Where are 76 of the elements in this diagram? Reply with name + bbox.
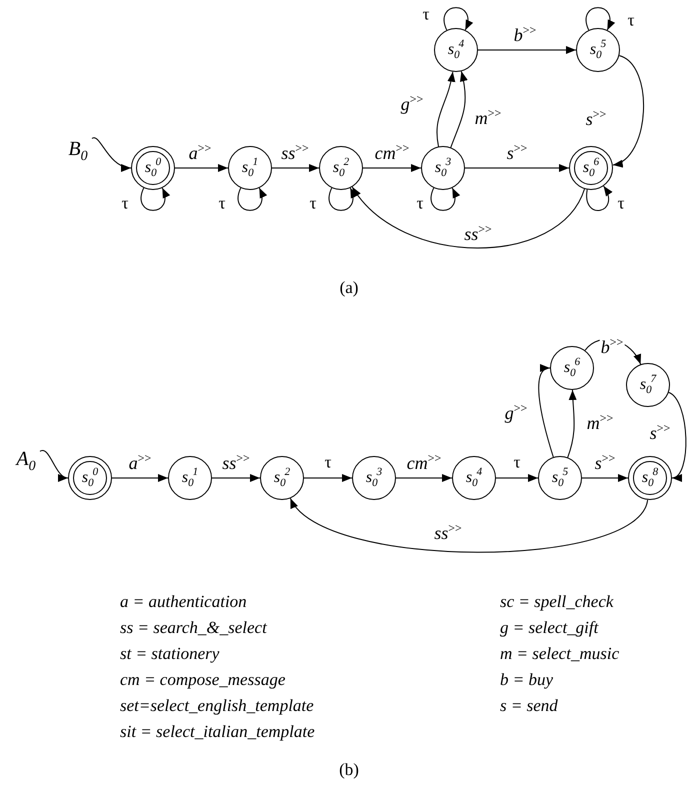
abbreviation-definition: cm = compose_message xyxy=(120,670,286,690)
edge-label: a$^{>>}$ xyxy=(188,142,212,162)
edge-label: s$^{>>}$ xyxy=(584,108,608,128)
edge-label: s$^{>>}$ xyxy=(506,142,528,162)
edge-label: ss$^{>>}$ xyxy=(463,223,493,243)
final-state-circle xyxy=(569,146,613,190)
state-circle xyxy=(228,146,272,190)
state-circle xyxy=(452,456,496,500)
final-state-circle xyxy=(68,456,112,500)
transition-arrow xyxy=(478,46,576,54)
transition-arrow xyxy=(40,450,68,480)
state-circle xyxy=(260,456,304,500)
transition-arrow xyxy=(612,55,644,166)
state-circle xyxy=(319,146,363,190)
edge-label: m$^{>>}$ xyxy=(586,412,614,432)
start-label: B$_{0}$ xyxy=(64,137,92,163)
edge-label: cm$^{>>}$ xyxy=(374,142,410,162)
abbreviation-definition: s = send xyxy=(500,696,558,716)
edge-label: ss$^{>>}$ xyxy=(433,522,463,542)
edge-label: g$^{>>}$ xyxy=(400,93,424,113)
state-circle xyxy=(421,146,465,190)
transition-arrow xyxy=(496,474,538,482)
figure-caption: (a) xyxy=(340,278,358,298)
figure-caption: (b) xyxy=(339,760,359,780)
self-loop-arrow xyxy=(238,187,266,211)
transition-arrow xyxy=(396,474,452,482)
transition-arrow xyxy=(92,137,132,171)
transition-arrow xyxy=(362,164,422,172)
transition-arrow xyxy=(538,366,554,458)
edge-label: cm$^{>>}$ xyxy=(406,452,442,472)
abbreviation-definition: b = buy xyxy=(500,670,554,690)
transition-arrow xyxy=(450,70,468,148)
start-label: A$_{0}$ xyxy=(12,447,40,473)
self-loop-arrow xyxy=(430,187,460,211)
transition-arrow xyxy=(668,392,686,479)
transition-arrow xyxy=(174,164,228,172)
abbreviation-definition: m = select_music xyxy=(500,644,620,664)
abbreviation-definition: ss = search_&_select xyxy=(120,618,267,638)
transition-arrow xyxy=(352,186,585,248)
final-state-circle xyxy=(628,456,672,500)
state-circle xyxy=(168,456,212,500)
transition-arrow xyxy=(272,164,320,172)
state-circle xyxy=(352,456,396,500)
transition-arrow xyxy=(304,474,352,482)
self-loop-arrow xyxy=(586,7,614,31)
self-loop-arrow xyxy=(140,187,170,211)
transition-arrow xyxy=(567,390,577,458)
edge-label: s$^{>>}$ xyxy=(648,422,672,442)
state-circle xyxy=(576,28,620,72)
transition-arrow xyxy=(436,71,455,147)
edge-label: ss$^{>>}$ xyxy=(280,142,310,162)
abbreviation-definition: a = authentication xyxy=(120,592,247,612)
edge-label: g$^{>>}$ xyxy=(504,402,528,422)
transition-arrow xyxy=(112,474,168,482)
state-circle xyxy=(550,346,594,390)
edge-label: m$^{>>}$ xyxy=(474,107,502,127)
abbreviation-definition: sc = spell_check xyxy=(500,592,614,612)
transition-arrow xyxy=(582,474,628,482)
self-loop-arrow xyxy=(586,186,612,211)
abbreviation-definition: st = stationery xyxy=(120,644,220,664)
edge-label: s$^{>>}$ xyxy=(594,452,616,472)
edge-label: ss$^{>>}$ xyxy=(221,452,251,472)
transition-arrow xyxy=(464,164,570,172)
transition-arrow xyxy=(290,498,648,553)
transition-arrow xyxy=(212,474,260,482)
abbreviation-definition: set=select_english_template xyxy=(120,696,314,716)
edge-label: a$^{>>}$ xyxy=(128,452,152,472)
edge-label: b$^{>>}$ xyxy=(512,24,538,44)
state-circle xyxy=(626,363,670,407)
final-state-circle xyxy=(131,146,175,190)
state-circle xyxy=(538,456,582,500)
abbreviation-definition: g = select_gift xyxy=(500,618,598,638)
abbreviation-definition: sit = select_italian_template xyxy=(120,722,315,742)
edge-label: b$^{>>}$ xyxy=(600,336,624,356)
state-circle xyxy=(434,28,478,72)
self-loop-arrow xyxy=(444,7,472,31)
